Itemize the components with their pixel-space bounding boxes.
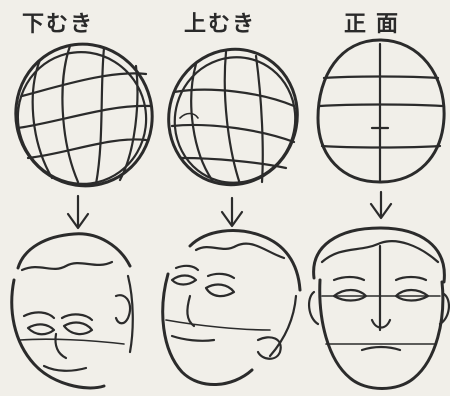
face-looking-down: [12, 234, 133, 388]
arrow-down-1: [68, 196, 88, 228]
sphere-looking-down: [1, 30, 167, 201]
face-looking-up: [163, 231, 300, 385]
face-front-view: [309, 228, 449, 389]
sphere-looking-up: [153, 34, 314, 200]
arrow-down-3: [371, 192, 391, 218]
sphere-front-view: [318, 40, 444, 182]
arrow-down-2: [222, 198, 242, 226]
